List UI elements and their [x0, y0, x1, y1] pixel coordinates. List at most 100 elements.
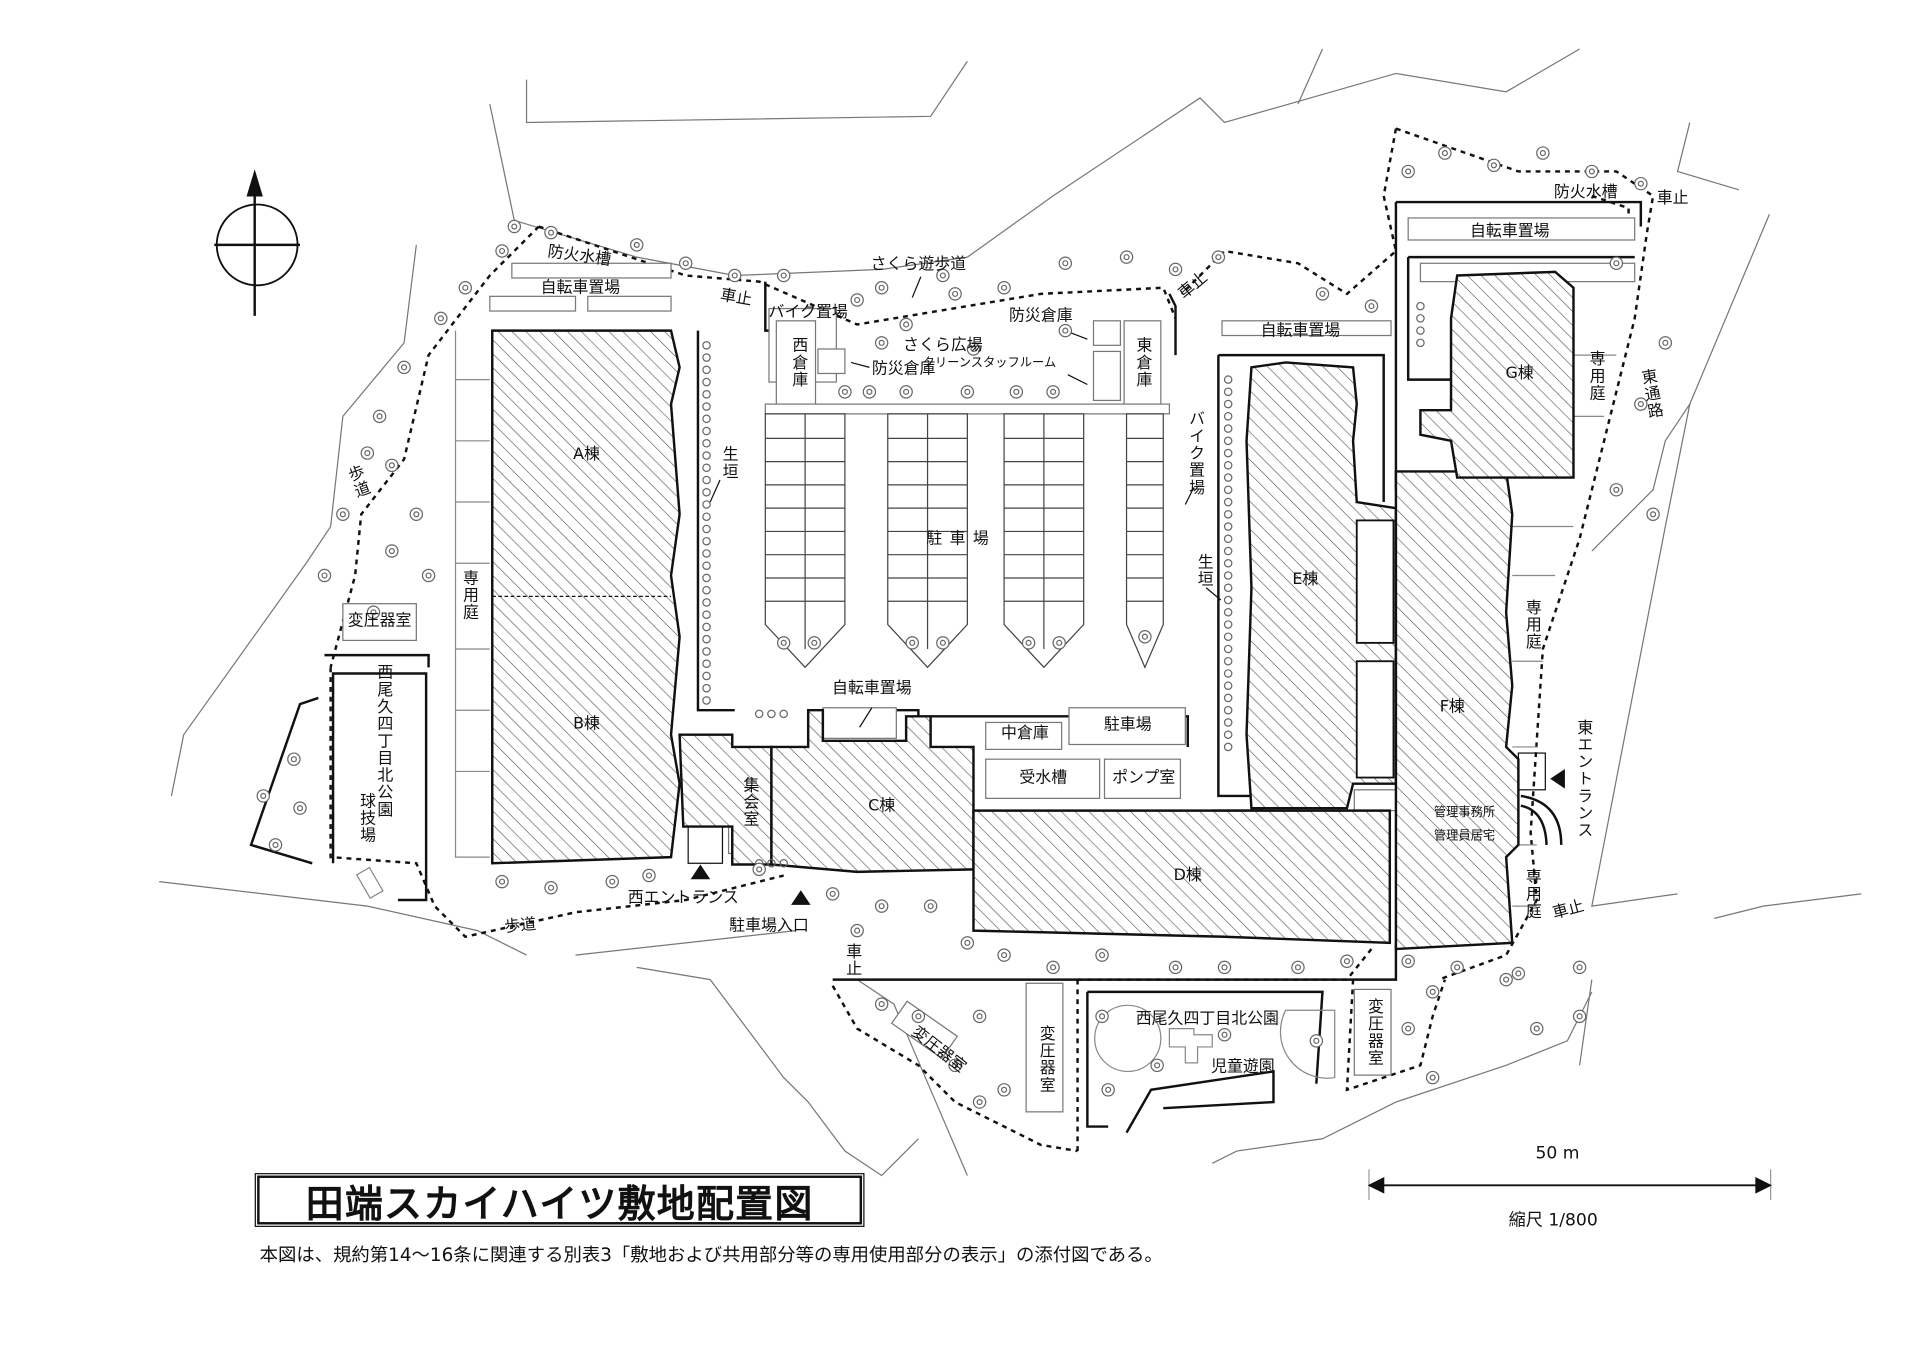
hedge-shrub	[702, 414, 711, 424]
tree-icon	[1013, 388, 1020, 395]
hedge-shrub	[702, 622, 711, 632]
tree-icon	[780, 639, 787, 646]
hedge-shrub	[702, 647, 711, 656]
building-d	[972, 809, 1392, 945]
label-private-garden-f: 専用庭	[1522, 598, 1541, 651]
label-transformer-w: 変圧器室	[347, 612, 412, 631]
label-pump-room: ポンプ室	[1112, 768, 1176, 788]
label-hedge-a: 生垣	[718, 445, 738, 481]
label-hedge-e: 生垣	[1194, 553, 1213, 588]
trees	[256, 146, 1673, 1109]
hedge-shrub	[779, 709, 788, 719]
label-management-office: 管理事務所	[1433, 806, 1496, 820]
label-bike-parking-c: 自転車置場	[832, 679, 912, 698]
building-courts	[1355, 519, 1395, 779]
tree-icon	[498, 878, 506, 885]
tree-icon	[1662, 339, 1669, 346]
tree-icon	[645, 872, 653, 879]
hedge-shrub	[702, 463, 711, 473]
label-park-west: 西尾久四丁目北公園	[373, 663, 393, 818]
tree-icon	[952, 290, 959, 297]
tree-icon	[1539, 150, 1546, 157]
hedge-shrub	[1223, 742, 1233, 752]
building-a-b	[491, 329, 681, 865]
tree-icon	[1576, 1013, 1583, 1020]
tree-icon	[1098, 1013, 1106, 1020]
label-bike-parking-ne: 自転車置場	[1470, 222, 1550, 242]
hedge-shrub	[702, 500, 711, 509]
tree-icon	[878, 903, 885, 910]
label-ball-field: 球技場	[356, 792, 375, 844]
label-building-d: D棟	[1173, 866, 1202, 886]
tree-icon	[952, 1062, 959, 1069]
tree-icon	[1123, 254, 1130, 261]
tree-icon	[1172, 266, 1179, 273]
tree-icon	[609, 878, 616, 885]
tree-icon	[462, 284, 469, 291]
tree-icon	[1368, 303, 1375, 310]
surrounding-roads	[159, 48, 1862, 1177]
label-private-garden-a: 専用庭	[459, 569, 478, 621]
tree-icon	[1313, 1037, 1320, 1044]
label-parking-main: 駐車場	[926, 530, 997, 549]
label-manager-residence: 管理員居宅	[1433, 829, 1496, 844]
hedge-shrub	[702, 536, 711, 546]
tree-icon	[260, 792, 267, 799]
label-west-entrance: 西エントランス	[627, 888, 739, 908]
hedge-shrub	[1223, 522, 1233, 531]
hedge-shrub	[1223, 399, 1233, 409]
tree-icon	[1001, 1086, 1008, 1093]
hedge-shrub	[702, 659, 711, 668]
hedge-shrub	[702, 390, 711, 399]
hedge-shrub	[1223, 436, 1233, 446]
label-children-playground: 児童遊園	[1211, 1057, 1275, 1077]
tree-icon	[1576, 964, 1583, 971]
tree-icon	[854, 927, 861, 934]
label-private-garden-f2: 専用庭	[1522, 868, 1541, 920]
label-sidewalk-s: 歩道	[503, 915, 538, 937]
hedge-shrub	[1223, 412, 1233, 421]
parking-entrance-marker-icon	[791, 890, 811, 905]
hedge-shrub	[1223, 546, 1233, 556]
tree-icon	[1650, 511, 1657, 518]
tree-icon	[547, 229, 555, 236]
tree-icon	[1001, 952, 1008, 959]
tree-icon	[1454, 964, 1461, 971]
tree-icon	[401, 364, 408, 371]
tree-icon	[841, 388, 848, 395]
tree-icon	[927, 903, 934, 910]
tree-icon	[1429, 988, 1436, 995]
tree-icon	[1405, 168, 1412, 175]
tree-icon	[1062, 260, 1069, 267]
label-clean-staff-room: クリーンスタッフルーム	[922, 356, 1057, 371]
west-entrance-marker-icon	[690, 864, 711, 880]
tree-icon	[780, 272, 787, 279]
tree-icon	[425, 572, 432, 579]
tree-icon	[1221, 1031, 1228, 1038]
hedge-shrub	[702, 683, 711, 693]
hedge-shrub	[702, 353, 711, 362]
label-east-storage: 東倉庫	[1132, 336, 1152, 389]
hedge-shrub	[1223, 669, 1233, 678]
hedge-shrub	[779, 858, 788, 868]
tree-icon	[1221, 964, 1228, 971]
tree-icon	[376, 413, 383, 420]
hedge-shrub	[1223, 571, 1233, 580]
hedge-shrub	[1223, 497, 1233, 507]
hedge-shrub	[1223, 607, 1233, 617]
hedge-shrub	[1223, 558, 1233, 568]
tree-icon	[1141, 633, 1148, 640]
hedge-shrub	[1223, 461, 1233, 470]
hedge-shrub	[1223, 693, 1233, 703]
hedge-shrub	[1223, 595, 1233, 605]
parking-lot-grid	[764, 413, 1164, 669]
tree-icon	[1154, 1062, 1161, 1069]
hedge-shrub	[702, 402, 711, 411]
tree-icon	[1637, 180, 1644, 187]
label-bike-parking-nw: 自転車置場	[540, 279, 621, 298]
label-parking-entrance: 駐車場入口	[729, 916, 809, 936]
hedge-shrub	[1223, 387, 1233, 397]
tree-icon	[437, 315, 444, 322]
tree-icon	[854, 296, 861, 304]
tree-icon	[909, 639, 916, 646]
